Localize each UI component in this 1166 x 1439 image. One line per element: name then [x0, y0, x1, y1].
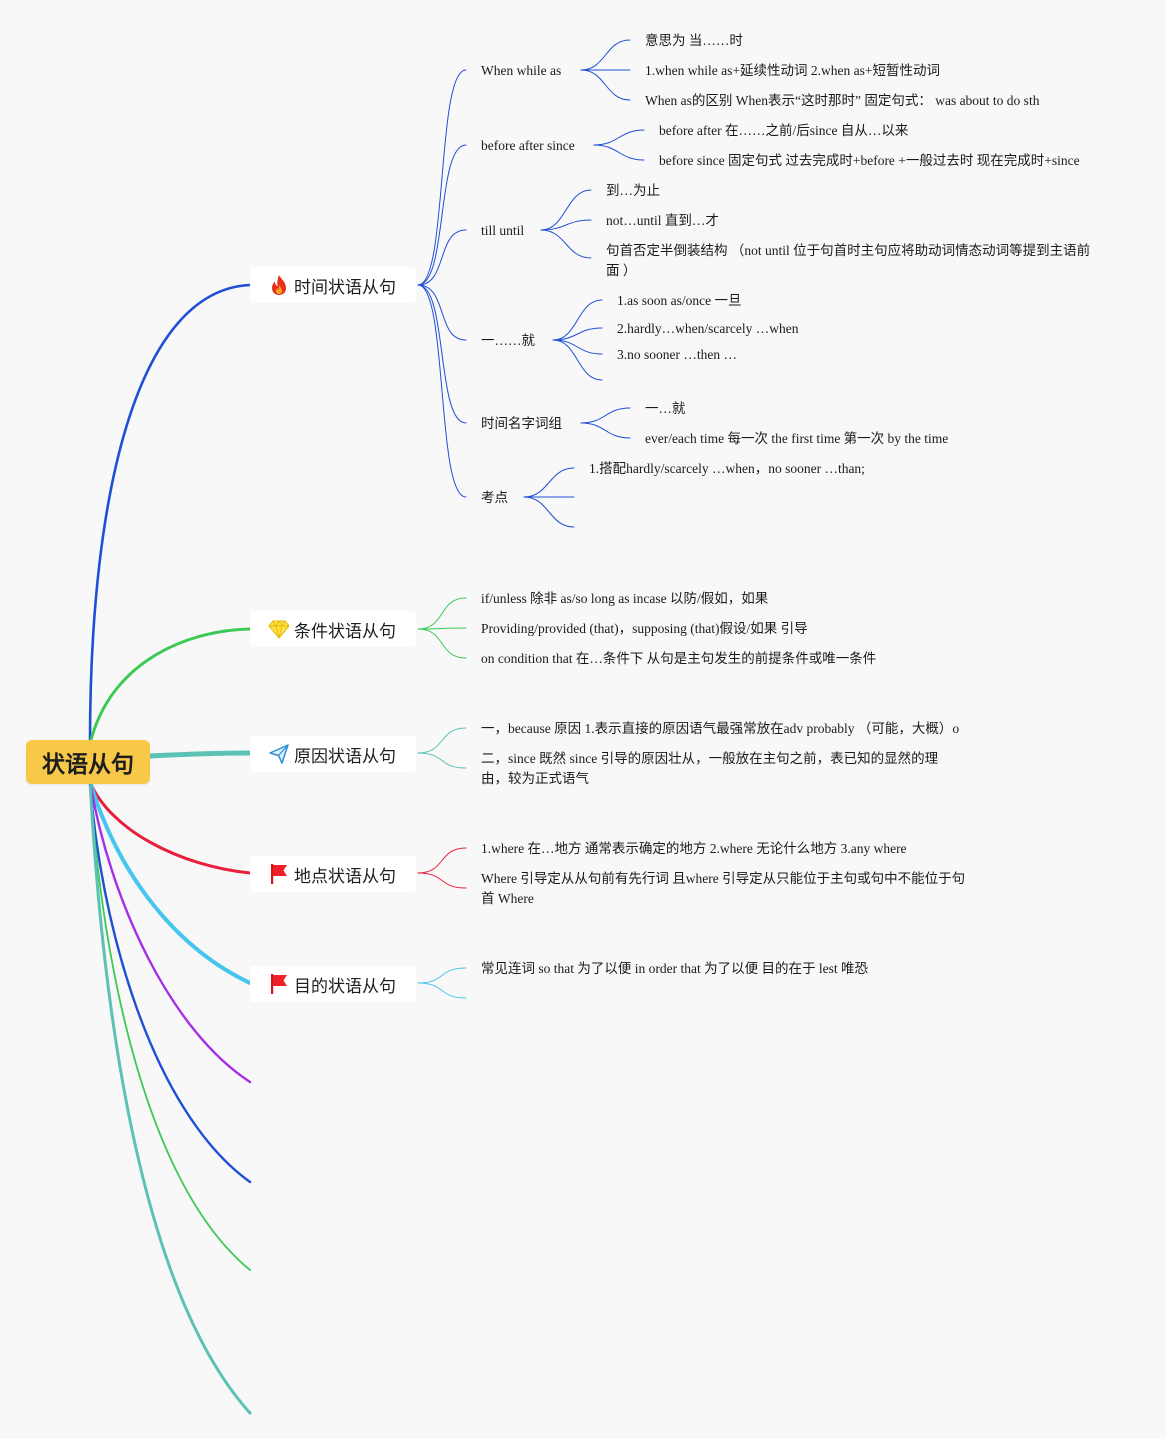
leaf-item[interactable]: 句首否定半倒装结构 （not until 位于句首时主句应将助动词情态动词等提到…	[606, 243, 1091, 278]
link-time-1	[417, 144, 467, 286]
leaf-item[interactable]: 2.hardly…when/scarcely …when	[617, 321, 799, 336]
link-tilluntil-2	[540, 229, 592, 259]
leaf-item[interactable]: 一，because 原因 1.表示直接的原因语气最强常放在adv probabl…	[481, 721, 960, 736]
link-root-place	[88, 780, 252, 875]
link-testpoints-0	[523, 467, 575, 498]
leaf-item[interactable]: 常见连词 so that 为了以便 in order that 为了以便 目的在…	[481, 961, 868, 976]
link-time-4	[417, 284, 467, 424]
leaf-item[interactable]: before after 在……之前/后since 自从…以来	[659, 123, 909, 138]
link-root-extra-2	[88, 780, 252, 1184]
leaf-item[interactable]: When as的区别 When表示“这时那时” 固定句式： was about …	[645, 93, 1040, 108]
branch-place-clause[interactable]: 地点状语从句	[250, 856, 416, 892]
link-reason-1	[417, 752, 467, 769]
leaf-item[interactable]: 1.搭配hardly/scarcely …when，no sooner …tha…	[589, 461, 865, 476]
subtopic-time-noun-phrase[interactable]: 时间名字词组	[481, 416, 562, 431]
link-purpose-1	[417, 982, 467, 999]
fire-icon	[268, 274, 290, 296]
link-beforeafter-1	[593, 144, 645, 161]
link-root-extra-4	[88, 780, 252, 1415]
subtopic-when-while-as[interactable]: When while as	[481, 63, 562, 78]
leaf-item[interactable]: on condition that 在…条件下 从句是主句发生的前提条件或唯一条…	[481, 651, 877, 666]
link-time-0	[417, 69, 467, 286]
link-assoon-1	[552, 327, 603, 341]
branch-label: 目的状语从句	[294, 976, 396, 997]
leaf-item[interactable]: 二，since 既然 since 引导的原因壮从，一般放在主句之前，表已知的显然…	[481, 751, 939, 786]
link-time-5	[417, 284, 467, 498]
subtopic-test-points[interactable]: 考点	[481, 490, 508, 505]
link-assoon-3	[552, 339, 603, 381]
paper-plane-icon	[268, 743, 290, 765]
link-beforeafter-0	[593, 129, 645, 146]
link-condition-2	[417, 628, 467, 659]
link-assoon-2	[552, 339, 603, 355]
subtopic-as-soon-as[interactable]: 一……就	[481, 333, 535, 348]
branch-label: 地点状语从句	[294, 866, 396, 887]
branch-time-clause[interactable]: 时间状语从句	[250, 267, 416, 303]
link-root-extra-1	[88, 780, 252, 1084]
leaf-item[interactable]: not…until 直到…才	[606, 213, 719, 228]
link-root-time	[88, 283, 252, 744]
link-place-0	[417, 847, 467, 874]
branch-label: 原因状语从句	[294, 746, 396, 767]
leaf-item[interactable]: ever/each time 每一次 the first time 第一次 by…	[645, 431, 949, 446]
link-condition-1	[417, 627, 467, 630]
branch-label: 条件状语从句	[294, 621, 396, 642]
branch-purpose-clause[interactable]: 目的状语从句	[250, 966, 416, 1002]
link-root-purpose	[88, 780, 252, 985]
link-whenwhile-2	[580, 69, 631, 101]
link-tilluntil-1	[540, 219, 592, 231]
link-whenwhile-0	[580, 39, 631, 71]
leaf-item[interactable]: Where 引导定从从句前有先行词 且where 引导定从只能位于主句或句中不能…	[481, 871, 966, 906]
link-time-3	[417, 284, 467, 341]
diamond-icon	[268, 618, 290, 640]
root-label: 状语从句	[42, 752, 134, 778]
leaf-item[interactable]: Providing/provided (that)，supposing (tha…	[481, 621, 808, 636]
branch-condition-clause[interactable]: 条件状语从句	[250, 611, 416, 647]
link-root-condition	[88, 627, 252, 746]
leaf-item[interactable]: if/unless 除非 as/so long as incase 以防/假如，…	[481, 591, 769, 606]
link-tilluntil-0	[540, 189, 592, 231]
link-time-2	[417, 229, 467, 286]
root-node[interactable]: 状语从句	[26, 740, 150, 784]
link-place-1	[417, 872, 467, 889]
leaf-item[interactable]: 3.no sooner …then …	[617, 347, 737, 362]
leaf-item[interactable]: 1.as soon as/once 一旦	[617, 293, 742, 308]
red-flag-icon	[268, 973, 290, 995]
link-timenoun-1	[580, 422, 631, 439]
subtopic-till-until[interactable]: till until	[481, 223, 525, 238]
link-timenoun-0	[580, 407, 631, 424]
leaf-item[interactable]: 意思为 当……时	[645, 33, 743, 48]
subtopic-before-after-since[interactable]: before after since	[481, 138, 575, 153]
link-assoon-0	[552, 299, 603, 341]
red-flag-icon	[268, 863, 290, 885]
link-condition-0	[417, 597, 467, 630]
leaf-item[interactable]: before since 固定句式 过去完成时+before +一般过去时 现在…	[659, 153, 1080, 168]
leaf-item[interactable]: 一…就	[645, 401, 686, 416]
link-reason-0	[417, 727, 467, 754]
leaf-item[interactable]: 到…为止	[606, 183, 660, 198]
branch-reason-clause[interactable]: 原因状语从句	[250, 736, 416, 772]
link-root-reason	[147, 750, 253, 759]
leaf-item[interactable]: 1.where 在…地方 通常表示确定的地方 2.where 无论什么地方 3.…	[481, 841, 907, 856]
link-purpose-0	[417, 967, 467, 984]
link-testpoints-2	[523, 496, 575, 528]
leaf-item[interactable]: 1.when while as+延续性动词 2.when as+短暂性动词	[645, 63, 940, 78]
branch-label: 时间状语从句	[294, 277, 396, 298]
